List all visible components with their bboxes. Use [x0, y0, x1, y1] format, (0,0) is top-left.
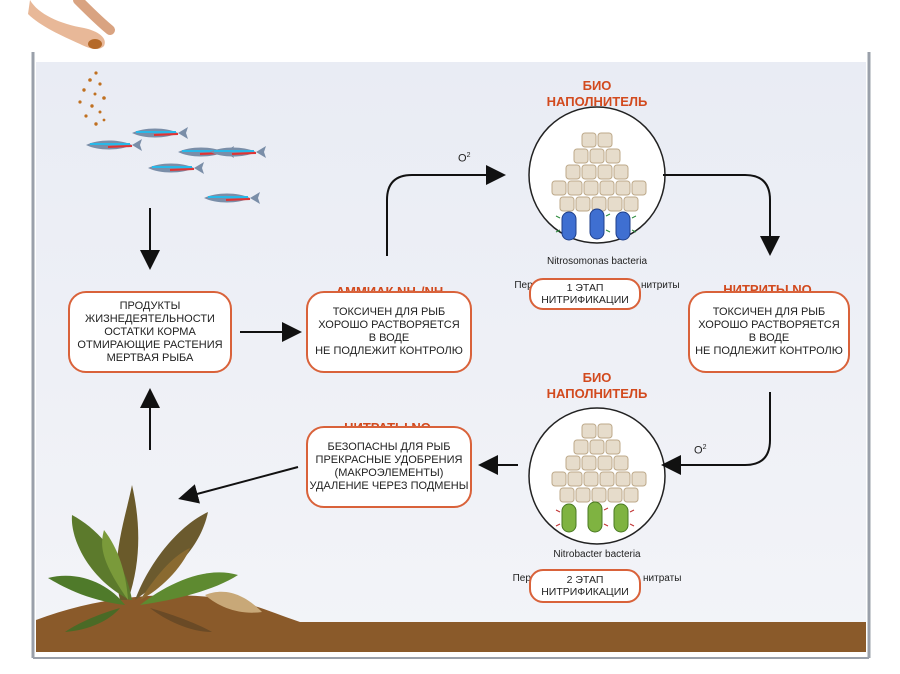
sources-text: ПРОДУКТЫ ЖИЗНЕДЕЯТЕЛЬНОСТИ ОСТАТКИ КОРМА…	[77, 299, 223, 364]
nitrites-text: ТОКСИЧЕН ДЛЯ РЫБ ХОРОШО РАСТВОРЯЕТСЯ В В…	[695, 306, 843, 357]
aquarium-plant-icon	[48, 485, 262, 632]
bio-bottom-title: БИО НАПОЛНИТЕЛЬ	[546, 370, 648, 401]
stage-2-box: 2 ЭТАП НИТРИФИКАЦИИ	[529, 569, 641, 603]
fish-food-icon	[78, 71, 106, 126]
arrow-nitrates-to-plant	[178, 466, 299, 504]
nitrates-text: БЕЗОПАСНЫ ДЛЯ РЫБ ПРЕКРАСНЫЕ УДОБРЕНИЯ (…	[309, 441, 469, 492]
o2-bottom-label: O2	[694, 444, 706, 457]
arrow-bio-top-to-nitrites	[663, 174, 780, 256]
stage-1-text: 1 ЭТАП НИТРИФИКАЦИИ	[541, 281, 629, 307]
neon-fish-icon	[86, 127, 266, 204]
o2-bottom-text: O	[694, 444, 703, 457]
o2-bottom-sup: 2	[702, 444, 707, 451]
bio-top-title: БИО НАПОЛНИТЕЛЬ	[546, 78, 648, 109]
stage-2-text: 2 ЭТАП НИТРИФИКАЦИИ	[541, 573, 629, 599]
bio-media-bottom-icon	[528, 407, 666, 545]
nitrobacter-name: Nitrobacter bacteria	[553, 549, 641, 560]
arrow-nitrites-to-bio-bottom	[661, 392, 771, 475]
nitrates-box: БЕЗОПАСНЫ ДЛЯ РЫБ ПРЕКРАСНЫЕ УДОБРЕНИЯ (…	[306, 426, 472, 508]
hand-icon	[28, 0, 115, 50]
nitrosomonas-name: Nitrosomonas bacteria	[546, 256, 648, 267]
o2-top-label: O2	[458, 152, 470, 165]
nitrites-box: ТОКСИЧЕН ДЛЯ РЫБ ХОРОШО РАСТВОРЯЕТСЯ В В…	[688, 291, 850, 373]
ammonia-text: ТОКСИЧЕН ДЛЯ РЫБ ХОРОШО РАСТВОРЯЕТСЯ В В…	[315, 306, 463, 357]
arrow-ammonia-to-bio-top	[386, 165, 506, 256]
ammonia-box: ТОКСИЧЕН ДЛЯ РЫБ ХОРОШО РАСТВОРЯЕТСЯ В В…	[306, 291, 472, 373]
sources-box: ПРОДУКТЫ ЖИЗНЕДЕЯТЕЛЬНОСТИ ОСТАТКИ КОРМА…	[68, 291, 232, 373]
stage-1-box: 1 ЭТАП НИТРИФИКАЦИИ	[529, 278, 641, 310]
bio-media-top-icon	[528, 106, 666, 244]
o2-top-text: O	[458, 152, 467, 165]
o2-top-sup: 2	[466, 152, 471, 159]
